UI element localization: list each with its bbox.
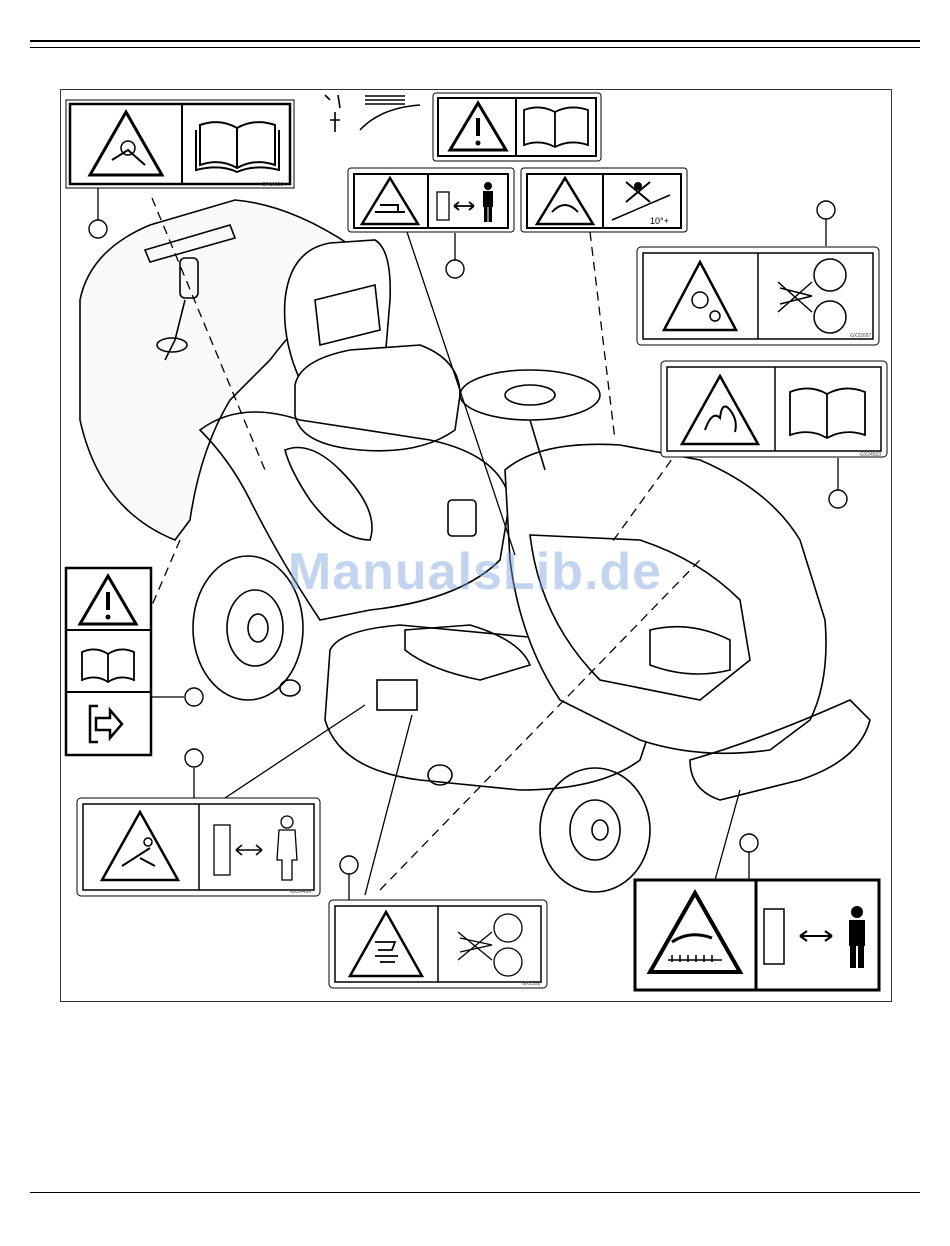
callout-circle [829,490,847,508]
slope-angle-label: 10°+ [650,216,669,226]
decal-code: GX2598 [522,981,541,987]
decal-crush-keep-distance [348,168,514,232]
callout-circle [185,688,203,706]
decal-hot-surface-keep-distance [635,880,879,990]
decal-code: GX24503 [860,452,881,458]
callout-circle [185,749,203,767]
decal-code: GP10026 [262,182,283,188]
callout-circle [446,260,464,278]
decal-code: GX24400 [290,889,311,895]
footer-rule [30,1192,920,1193]
callout-circle [340,856,358,874]
callout-circle [740,834,758,852]
watermark: ManualsLib.de [0,542,950,602]
callout-circle [817,201,835,219]
decal-thrown-object-keep-distance: GX24400 [77,798,320,896]
decal-belt-entanglement: GX22097 [637,247,879,345]
partial-decal-fragment [325,95,420,132]
callout-circle [89,220,107,238]
decal-blade-no-hands: GX2598 [329,900,547,988]
decal-slope-hazard: 10°+ [521,168,687,232]
decal-code: GX22097 [850,333,871,339]
decal-entanglement-manual: GP10026 [66,100,294,188]
decal-warning-manual [433,93,601,161]
decal-fire-manual: GX24503 [661,361,887,458]
